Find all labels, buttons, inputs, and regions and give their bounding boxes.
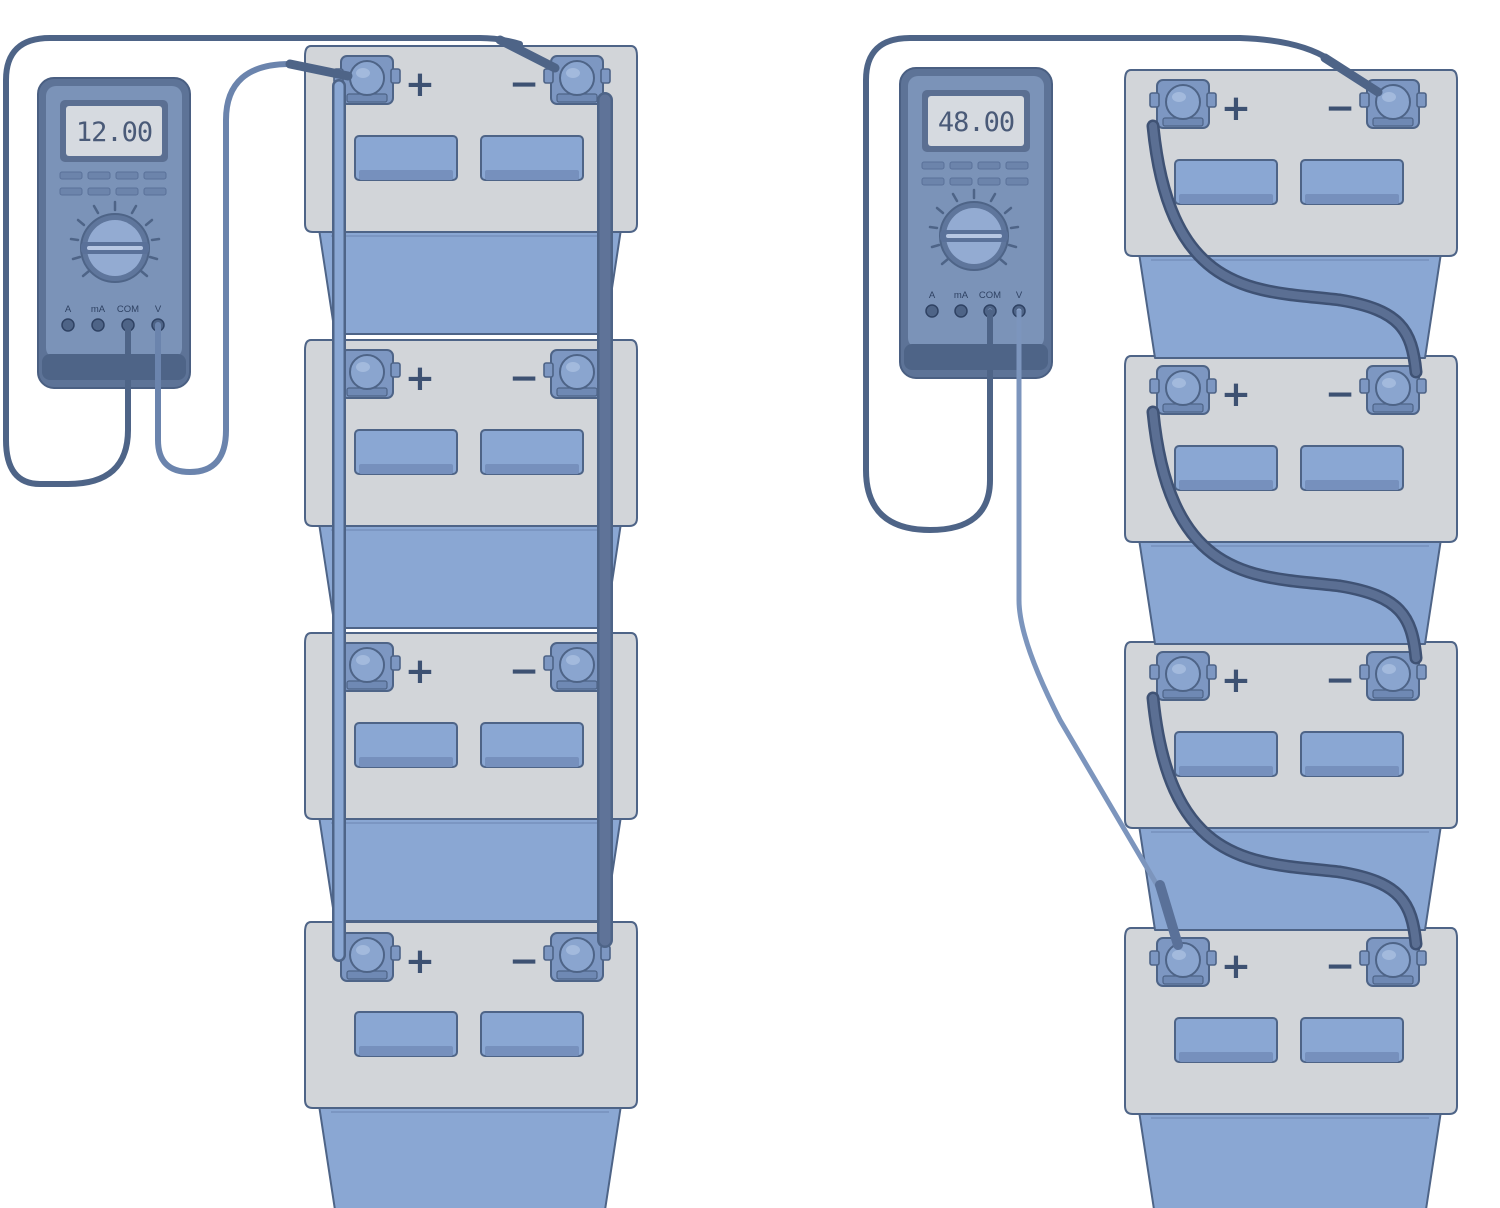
plus-sign-left-2: +: [405, 358, 435, 399]
minus-sign-left-1: −: [509, 64, 539, 105]
parallel-jumpers: [332, 79, 613, 962]
port-a[interactable]: [61, 318, 75, 332]
plus-sign-left-1: +: [405, 64, 435, 105]
series-setup: 48.00 A mA COM V: [863, 35, 1458, 1208]
port-label-ma: mA: [954, 290, 969, 301]
series-jumpers: [1146, 119, 1423, 951]
minus-sign-right-2: −: [1325, 374, 1355, 415]
minus-sign-right-1: −: [1325, 88, 1355, 129]
multimeter-right: 48.00 A mA COM V: [899, 67, 1053, 379]
port-ma[interactable]: [954, 304, 968, 318]
minus-sign-left-2: −: [509, 358, 539, 399]
multimeter-left: 12.00 A mA COM V: [37, 77, 191, 389]
meter-reading: 48.00: [938, 107, 1014, 138]
test-leads-left: [2, 35, 560, 487]
port-ma[interactable]: [91, 318, 105, 332]
rotary-dial-icon: [69, 200, 161, 283]
port-label-ma: mA: [91, 304, 106, 315]
port-a[interactable]: [925, 304, 939, 318]
plus-sign-right-2: +: [1221, 374, 1251, 415]
meter-reading: 12.00: [76, 117, 152, 148]
minus-sign-right-3: −: [1325, 660, 1355, 701]
port-label-v: V: [155, 304, 162, 315]
plus-sign-left-3: +: [405, 651, 435, 692]
plus-sign-right-1: +: [1221, 88, 1251, 129]
plus-sign-right-3: +: [1221, 660, 1251, 701]
minus-sign-left-3: −: [509, 651, 539, 692]
parallel-setup: 12.00 A mA COM V: [2, 35, 638, 1208]
port-label-a: A: [929, 290, 936, 301]
port-label-v: V: [1016, 290, 1023, 301]
rotary-dial-icon: [928, 188, 1020, 271]
port-label-com: COM: [979, 290, 1001, 301]
test-leads-right: [863, 35, 1383, 950]
minus-sign-right-4: −: [1325, 946, 1355, 987]
port-label-com: COM: [117, 304, 139, 315]
plus-sign-right-4: +: [1221, 946, 1251, 987]
minus-sign-left-4: −: [509, 941, 539, 982]
plus-sign-left-4: +: [405, 941, 435, 982]
port-label-a: A: [65, 304, 72, 315]
